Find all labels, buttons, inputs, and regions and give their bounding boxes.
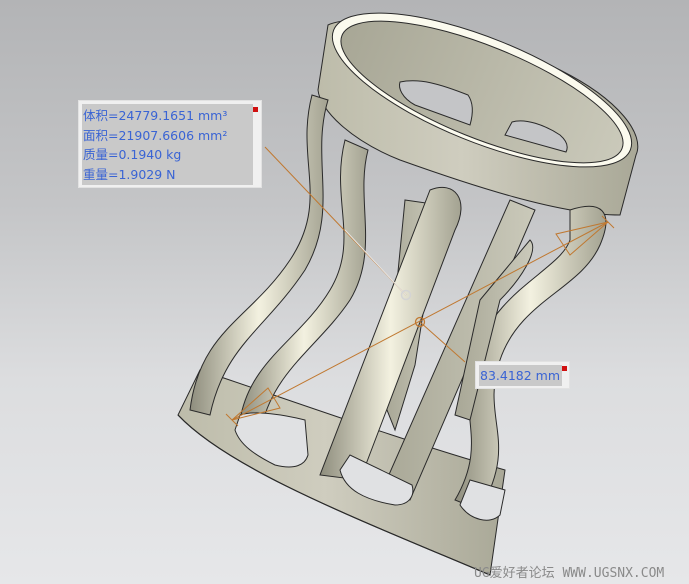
mass-value: 质量=0.1940 kg — [83, 147, 182, 162]
area-value: 面积=21907.6606 mm² — [83, 127, 228, 143]
mass-properties-annotation[interactable]: 体积=24779.1651 mm³ 面积=21907.6606 mm² 质量=0… — [78, 100, 262, 188]
close-icon[interactable] — [562, 366, 567, 371]
volume-value: 体积=24779.1651 mm³ — [83, 108, 228, 123]
weight-value: 重量=1.9029 N — [83, 166, 176, 182]
watermark: UG爱好者论坛 WWW.UGSNX.COM — [474, 566, 665, 581]
distance-value: 83.4182 mm — [480, 368, 561, 383]
measure-lines — [225, 146, 615, 427]
close-icon[interactable] — [253, 107, 258, 112]
distance-annotation[interactable]: 83.4182 mm — [475, 361, 570, 389]
